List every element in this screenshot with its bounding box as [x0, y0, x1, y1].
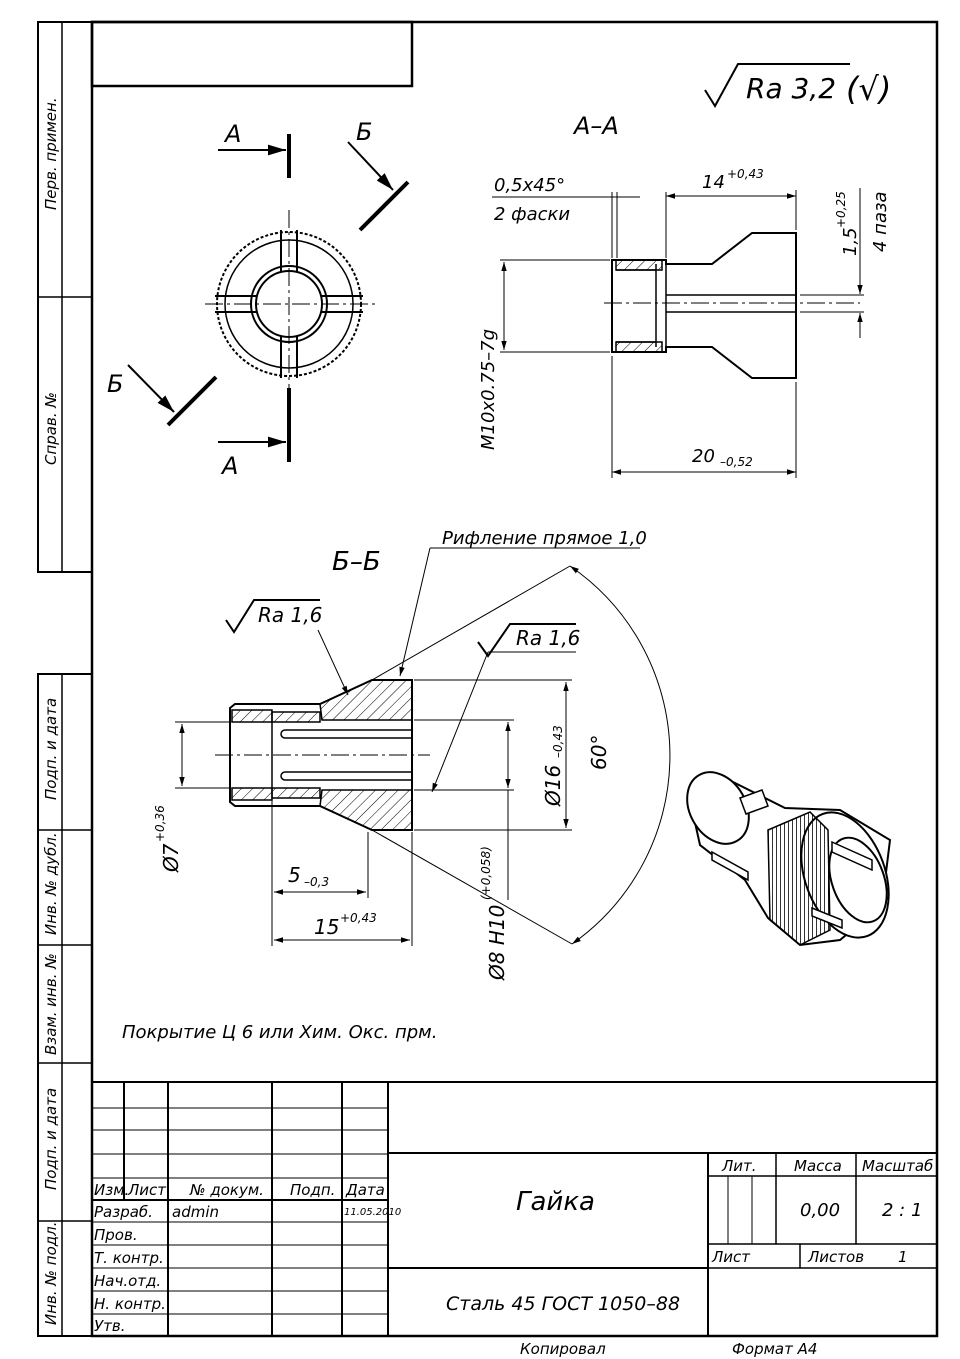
dim-knurl: Рифление прямое 1,0 — [442, 528, 647, 549]
sheet-frame — [37, 20, 939, 1338]
footer-format: Формат А4 — [732, 1340, 817, 1358]
dim-angle-60: 60° — [587, 735, 611, 770]
margin-labels: Перв. примен. Справ. № Подп. и дата Инв.… — [42, 97, 60, 1325]
tb-razrab-name: admin — [172, 1203, 219, 1221]
dim-dia7: Ø7 — [159, 843, 183, 873]
dim-dia16-tol: –0,43 — [551, 725, 565, 758]
roughness-ra16-b: Ra 1,6 — [516, 626, 580, 650]
section-b-top: Б — [356, 118, 372, 146]
dim-dia8: Ø8 H10 — [485, 905, 509, 981]
dim-15b-tol: +0,43 — [340, 911, 377, 925]
tb-nachotd: Нач.отд. — [94, 1272, 161, 1290]
tb-masshtab: Масштаб — [862, 1157, 933, 1175]
tb-hdr-izm: Изм. — [94, 1181, 129, 1199]
tb-hdr-date: Дата — [345, 1181, 385, 1199]
roughness-ra16-a: Ra 1,6 — [258, 603, 322, 627]
tb-massa: Масса — [794, 1157, 842, 1175]
section-bb-title: Б–Б — [332, 547, 381, 577]
roughness-general-suffix: (√) — [846, 70, 891, 108]
title-block-text: Изм. Лист № докум. Подп. Дата Разраб. ad… — [94, 1157, 933, 1335]
margin-inv-dubl: Инв. № дубл. — [42, 832, 60, 935]
dim-15b: 15 — [314, 915, 339, 939]
dim-14-tol: +0,43 — [727, 167, 764, 181]
dim-5: 5 — [288, 863, 301, 887]
tb-tkontr: Т. контр. — [94, 1249, 164, 1267]
tb-nkontr: Н. контр. — [94, 1295, 166, 1313]
section-b-left: Б — [107, 370, 123, 398]
dim-14: 14 — [702, 172, 725, 193]
tb-hdr-doc: № докум. — [189, 1181, 264, 1199]
roughness-general: Ra 3,2 — [746, 72, 836, 105]
tb-razrab-date: 11.05.2010 — [344, 1207, 401, 1218]
title-block-lines — [92, 1081, 937, 1336]
tb-listov: Листов — [807, 1248, 864, 1266]
tb-prov: Пров. — [94, 1226, 138, 1244]
tb-listov-val: 1 — [898, 1248, 908, 1266]
general-roughness: Ra 3,2 (√) — [704, 63, 891, 108]
tb-razrab: Разраб. — [94, 1203, 153, 1221]
margin-inv-podl: Инв. № подл. — [42, 1222, 60, 1325]
dim-chamfer-1: 0,5х45° — [494, 175, 565, 196]
front-view — [127, 134, 410, 462]
tb-material: Сталь 45 ГОСТ 1050–88 — [446, 1293, 680, 1315]
dim-slots: 4 паза — [870, 191, 891, 252]
dim-1-5: 1,5 — [840, 227, 861, 256]
tb-name: Гайка — [516, 1187, 595, 1217]
margin-podp-data-2: Подп. и дата — [42, 1088, 60, 1190]
dim-chamfer-2: 2 фаски — [494, 204, 570, 225]
margin-vzam-inv: Взам. инв. № — [42, 953, 60, 1055]
isometric-view — [686, 771, 892, 947]
tb-utv: Утв. — [94, 1317, 126, 1335]
tb-hdr-list: Лист — [127, 1181, 167, 1199]
section-aa-view — [492, 188, 864, 478]
section-bb-view — [175, 547, 671, 946]
dim-thread: M10х0.75–7g — [478, 329, 499, 450]
coating-note: Покрытие Ц 6 или Хим. Окс. прм. — [122, 1022, 437, 1043]
margin-perv-primen: Перв. примен. — [42, 97, 60, 210]
dim-dia7-tol: +0,36 — [153, 805, 167, 842]
tb-massa-val: 0,00 — [800, 1200, 840, 1221]
section-a-bottom: А — [220, 452, 238, 480]
section-a-top: А — [223, 120, 241, 148]
dim-5-tol: –0,3 — [304, 875, 329, 889]
tb-list: Лист — [711, 1248, 751, 1266]
tb-hdr-podp: Подп. — [290, 1181, 335, 1199]
dim-20-tol: –0,52 — [720, 455, 753, 469]
dim-20: 20 — [692, 446, 715, 467]
dim-dia16: Ø16 — [541, 765, 565, 807]
tb-lit: Лит. — [721, 1157, 757, 1175]
section-aa-title: А–А — [572, 112, 619, 140]
footer-kopiroval: Копировал — [520, 1340, 606, 1358]
dim-dia8-tol: (+0,058) — [479, 846, 493, 900]
tb-masshtab-val: 2 : 1 — [882, 1200, 922, 1221]
margin-podp-data-1: Подп. и дата — [42, 698, 60, 800]
dim-1-5-tol: +0,25 — [834, 191, 848, 228]
margin-sprav-no: Справ. № — [42, 392, 60, 465]
